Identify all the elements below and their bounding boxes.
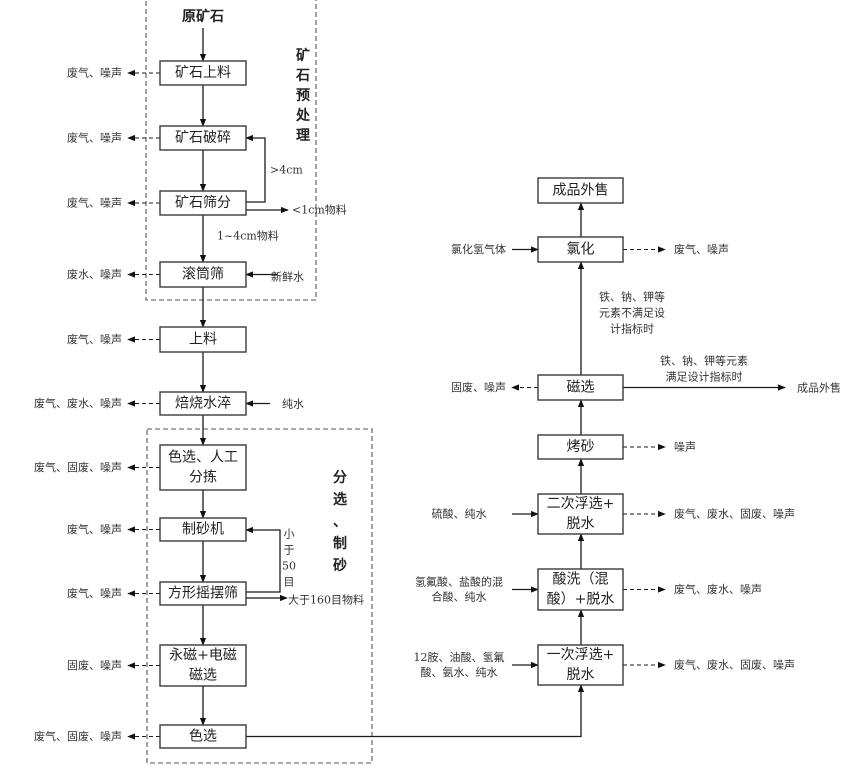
sorting-group-label: 砂 xyxy=(332,557,347,574)
chlorination-box[interactable] xyxy=(537,236,624,263)
square-swing-screen-label: 方形摇摆筛 xyxy=(168,586,238,602)
square-swing-screen-emission: 废气、噪声 xyxy=(67,586,122,600)
ore-feeding-emission: 废气、噪声 xyxy=(67,66,122,80)
ore-screening-label: 矿石筛分 xyxy=(175,195,231,211)
second-flotation-label: 二次浮选+ xyxy=(547,496,615,512)
lt50mesh-label: 于 xyxy=(284,544,295,557)
color-sorting-to-flotation-arrow xyxy=(246,684,585,738)
roasting-quenching-emission: 废气、废水、噪声 xyxy=(34,396,122,410)
sorting-group-label: 分 xyxy=(333,470,347,486)
sorting-group-label: 、 xyxy=(333,514,347,530)
color-manual-sorting-box[interactable] xyxy=(159,444,247,491)
pretreatment-group-frame xyxy=(145,0,317,301)
second-flotation-box[interactable] xyxy=(537,493,624,535)
second-flotation-label: 脱水 xyxy=(567,516,595,532)
color-manual-sorting-emission: 废气、固废、噪声 xyxy=(34,460,122,474)
sand-baking-label: 烤砂 xyxy=(567,439,595,455)
drum-screen-box[interactable] xyxy=(159,261,247,288)
meet-condition-label: 满足设计指标时 xyxy=(666,370,743,384)
second-flotation-emission: 废气、废水、固废、噪声 xyxy=(674,507,795,521)
chlorination-input-label: 氯化氢气体 xyxy=(451,242,506,256)
feeding-label: 上料 xyxy=(189,332,217,348)
fresh-water-label: 新鲜水 xyxy=(271,270,304,284)
lt50mesh-label: 小 xyxy=(284,528,295,541)
second-flotation-input-label: 硫酸、纯水 xyxy=(432,507,487,521)
gt4cm-label: >4cm xyxy=(270,164,303,177)
pretreatment-group-label: 理 xyxy=(296,128,310,144)
meet-product-sale-label: 成品外售 xyxy=(797,381,841,395)
first-flotation-box[interactable] xyxy=(537,644,624,686)
acid-washing-emission: 废气、废水、噪声 xyxy=(674,582,762,596)
gt4cm-recycle-arrow xyxy=(245,134,266,203)
first-flotation-input-label: 12胺、油酸、氢氟 xyxy=(414,650,505,664)
lt1cm-label: <1cm物料 xyxy=(292,203,347,217)
ore-screening-emission: 废气、噪声 xyxy=(67,196,122,210)
ore-crushing-box[interactable] xyxy=(159,125,247,151)
first-flotation-label: 脱水 xyxy=(567,667,595,683)
sand-maker-label: 制砂机 xyxy=(182,522,224,538)
sorting-group-label: 制 xyxy=(333,535,347,552)
feeding-emission: 废气、噪声 xyxy=(67,332,122,346)
magnetic-separation-label: 永磁+电磁 xyxy=(169,648,237,664)
lt50mesh-label: 50 xyxy=(282,560,296,573)
not-meet-condition-label: 铁、钠、钾等 xyxy=(599,290,665,304)
acid-washing-input-label: 氢氟酸、盐酸的混 xyxy=(415,575,503,589)
acid-washing-label: 酸洗（混 xyxy=(553,572,609,588)
drum-screen-emission: 废水、噪声 xyxy=(67,267,122,281)
color-manual-sorting-label: 分拣 xyxy=(189,470,217,486)
ore-crushing-emission: 废气、噪声 xyxy=(67,131,122,145)
not-meet-condition-label: 计指标时 xyxy=(610,322,654,336)
magnetic-sep-2-label: 磁选 xyxy=(567,380,595,396)
pretreatment-group-label: 石 xyxy=(295,68,310,84)
gt160mesh-label: 大于160目物料 xyxy=(288,593,364,607)
sand-baking-box[interactable] xyxy=(537,434,624,460)
square-swing-screen-box[interactable] xyxy=(159,581,247,606)
acid-washing-box[interactable] xyxy=(537,568,624,611)
sorting-group-label: 选 xyxy=(333,491,347,508)
first-flotation-label: 一次浮选+ xyxy=(547,647,615,663)
pretreatment-group-label: 矿 xyxy=(296,47,310,64)
sand-maker-box[interactable] xyxy=(159,517,247,542)
color-sorting-box[interactable] xyxy=(159,724,247,749)
product-sale-top-box[interactable] xyxy=(537,177,624,204)
mid-1-4cm-label: 1~4cm物料 xyxy=(217,229,279,243)
pure-water-label: 纯水 xyxy=(282,398,304,411)
drum-screen-label: 滚筒筛 xyxy=(182,266,224,283)
product-sale-top-label: 成品外售 xyxy=(553,183,609,199)
pretreatment-group-label: 预 xyxy=(296,88,310,104)
chlorination-label: 氯化 xyxy=(567,242,595,258)
acid-washing-input-label: 合酸、纯水 xyxy=(432,590,487,604)
roasting-quenching-box[interactable] xyxy=(159,391,247,416)
sorting-group-frame xyxy=(146,428,373,764)
magnetic-sep-2-emission-left: 固废、噪声 xyxy=(451,380,506,394)
first-flotation-input-label: 酸、氨水、纯水 xyxy=(421,665,498,679)
first-flotation-emission: 废气、废水、固废、噪声 xyxy=(674,658,795,672)
color-sorting-emission: 废气、固废、噪声 xyxy=(34,729,122,743)
ore-feeding-box[interactable] xyxy=(159,60,247,86)
ore-screening-box[interactable] xyxy=(159,190,247,216)
lt50mesh-recycle-arrow xyxy=(245,526,281,593)
ore-crushing-label: 矿石破碎 xyxy=(175,130,231,146)
magnetic-sep-2-box[interactable] xyxy=(537,374,624,401)
magnetic-separation-emission: 固废、噪声 xyxy=(67,658,122,672)
color-sorting-label: 色选 xyxy=(189,728,217,745)
roasting-quenching-label: 焙烧水淬 xyxy=(175,396,231,412)
magnetic-separation-box[interactable] xyxy=(159,644,247,687)
feeding-box[interactable] xyxy=(159,326,247,353)
raw-ore-title: 原矿石 xyxy=(182,8,224,25)
not-meet-condition-label: 元素不满足设 xyxy=(599,307,665,320)
sand-baking-emission: 噪声 xyxy=(674,440,696,454)
pretreatment-group-label: 处 xyxy=(295,107,311,124)
magnetic-separation-label: 磁选 xyxy=(189,668,217,684)
meet-condition-label: 铁、钠、钾等元素 xyxy=(660,354,748,368)
color-manual-sorting-label: 色选、人工 xyxy=(168,449,238,466)
sand-maker-emission: 废气、噪声 xyxy=(67,522,122,536)
acid-washing-label: 酸）+脱水 xyxy=(547,592,615,608)
lt50mesh-label: 目 xyxy=(284,576,295,589)
chlorination-emission: 废气、噪声 xyxy=(674,242,729,256)
ore-feeding-label: 矿石上料 xyxy=(175,65,231,81)
